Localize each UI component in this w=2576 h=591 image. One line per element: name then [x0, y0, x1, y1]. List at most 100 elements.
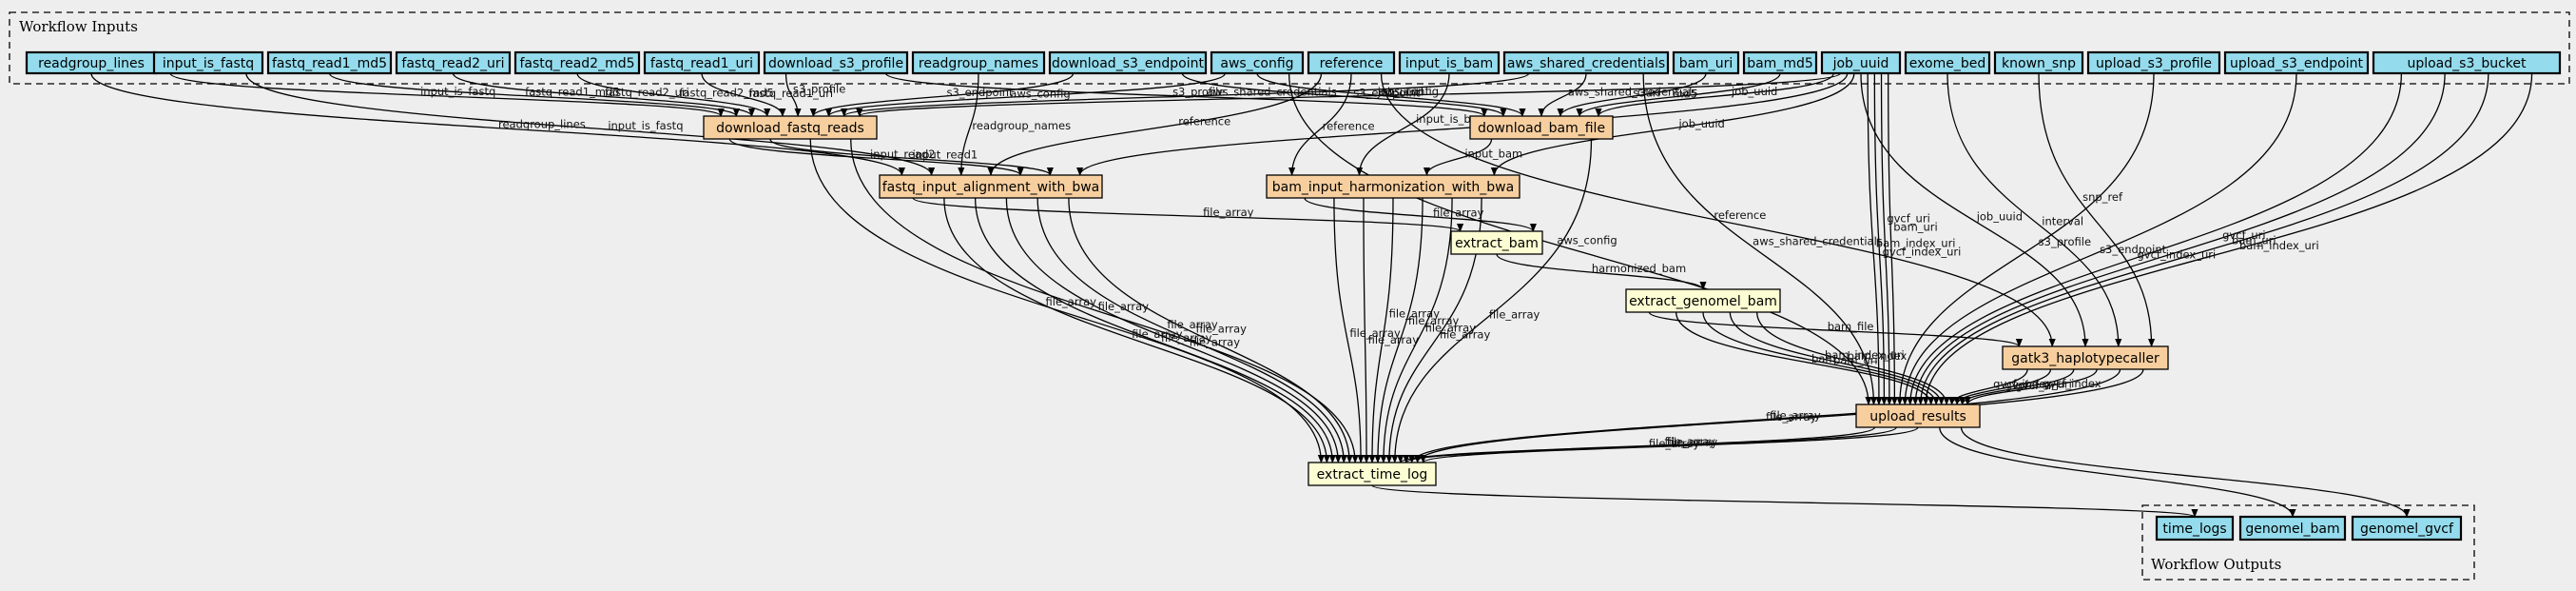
edge-reference-to-fastq_input_alignment_with_bwa [987, 72, 1323, 176]
node-extract-genomel-bam[interactable]: extract_genomel_bam [1625, 288, 1781, 313]
node-label: bam_uri [1679, 56, 1733, 71]
node-box [2155, 515, 2235, 542]
node-genomel-gvcf[interactable]: genomel_gvcf [2351, 515, 2463, 542]
node-bam-uri[interactable]: bam_uri [1672, 50, 1740, 75]
edge-upload_s3_bucket-to-upload_results [1922, 72, 2533, 405]
edge-label: bam [1811, 352, 1836, 365]
node-extract-bam[interactable]: extract_bam [1450, 230, 1543, 255]
edge-label: file_array [1190, 335, 1241, 348]
node-box [2238, 515, 2347, 542]
edge-fastq_input_alignment_with_bwa-to-extract_time_log [1036, 197, 1347, 463]
node-label: known_snp [2002, 56, 2076, 71]
node-gatk3-haplotypecaller[interactable]: gatk3_haplotypecaller [2002, 345, 2169, 370]
node-box [152, 50, 264, 75]
edge-label: input_read2 [870, 148, 936, 161]
node-upload-results[interactable]: upload_results [1855, 404, 1981, 428]
node-box [1742, 50, 1818, 75]
node-readgroup-names[interactable]: readgroup_names [911, 50, 1046, 75]
node-fastq-input-alignment-with-bwa[interactable]: fastq_input_alignment_with_bwa [879, 174, 1103, 199]
node-download-bam-file[interactable]: download_bam_file [1469, 115, 1614, 140]
node-reference[interactable]: reference [1307, 50, 1396, 75]
node-box [1307, 50, 1396, 75]
edge-fastq_input_alignment_with_bwa-to-extract_bam [912, 197, 1463, 232]
node-readgroup-lines[interactable]: readgroup_lines [25, 50, 158, 75]
node-label: bam_input_harmonization_with_bwa [1272, 180, 1514, 195]
edge-fastq_read2_md5-to-download_fastq_reads [576, 72, 771, 117]
node-download-fastq-reads[interactable]: download_fastq_reads [703, 115, 878, 140]
edge-label: aws_shared_credentials [1753, 234, 1883, 247]
edge-label: gvcf_uri [1887, 212, 1929, 226]
edge-label: input_is_fastq [608, 119, 683, 132]
edge-job_uuid-to-upload_results [1873, 72, 1888, 405]
node-box [1266, 174, 1520, 199]
node-box [1048, 50, 1208, 75]
edge-job_uuid-to-upload_results [1880, 72, 1893, 405]
node-input-is-fastq[interactable]: input_is_fastq [152, 50, 264, 75]
node-box [911, 50, 1046, 75]
outputs-cluster-frame [2141, 504, 2475, 581]
node-genomel-bam[interactable]: genomel_bam [2238, 515, 2347, 542]
node-known-snp[interactable]: known_snp [1993, 50, 2084, 75]
edge-label: gvcf [2005, 378, 2028, 391]
node-extract-time-log[interactable]: extract_time_log [1307, 462, 1437, 486]
node-label: upload_s3_bucket [2407, 56, 2527, 71]
edge-label: s3_profile [793, 83, 845, 96]
node-box [1904, 50, 1991, 75]
node-label: exome_bed [1909, 56, 1985, 71]
node-label: fastq_read2_md5 [519, 56, 634, 71]
node-box [1993, 50, 2084, 75]
node-bam-input-harmonization-with-bwa[interactable]: bam_input_harmonization_with_bwa [1266, 174, 1520, 199]
edge-fastq_read2_uri-to-download_fastq_reads [452, 72, 756, 117]
edge-label: bam_index_uri [2239, 239, 2319, 252]
edge-extract_genomel_bam-to-upload_results [1729, 311, 1946, 405]
node-download-s3-endpoint[interactable]: download_s3_endpoint [1048, 50, 1208, 75]
node-time-logs[interactable]: time_logs [2155, 515, 2235, 542]
node-upload-s3-profile[interactable]: upload_s3_profile [2086, 50, 2221, 75]
node-label: input_is_fastq [163, 56, 254, 71]
node-bam-md5[interactable]: bam_md5 [1742, 50, 1818, 75]
edge-label: bam_index [1848, 349, 1908, 363]
node-box [1672, 50, 1740, 75]
edge-extract_genomel_bam-to-upload_results [1675, 311, 1935, 405]
edge-label: fastq_read2_uri [605, 86, 689, 99]
node-exome-bed[interactable]: exome_bed [1904, 50, 1991, 75]
node-fastq-read1-md5[interactable]: fastq_read1_md5 [266, 50, 393, 75]
node-aws-config[interactable]: aws_config [1210, 50, 1305, 75]
edge-label: job_uuid [1976, 210, 2023, 224]
node-job-uuid[interactable]: job_uuid [1820, 50, 1902, 75]
edge-label: bam_index_uri [1876, 237, 1956, 250]
edge-label: readgroup_names [972, 119, 1071, 132]
edge-label: fastq_read2_md5 [679, 87, 773, 100]
edge-label: gvcf_index_uri [2138, 248, 2217, 262]
edge-bam_md5-to-download_bam_file [1576, 72, 1781, 117]
node-label: fastq_read2_uri [401, 56, 504, 71]
edge-label: gvcf_index_uri [1883, 245, 1962, 258]
edge-label: file_array [1649, 437, 1700, 450]
node-label: readgroup_lines [38, 56, 145, 71]
node-fastq-read1-uri[interactable]: fastq_read1_uri [643, 50, 761, 75]
edge-exome_bed-to-gatk3_haplotypecaller [1947, 72, 2122, 347]
node-aws-shared-credentials[interactable]: aws_shared_credentials [1502, 50, 1670, 75]
edge-label: aws_shared_credentials [1207, 86, 1337, 99]
edge-label: file_array [1098, 300, 1150, 313]
node-download-s3-profile[interactable]: download_s3_profile [763, 50, 909, 75]
node-upload-s3-bucket[interactable]: upload_s3_bucket [2372, 50, 2562, 75]
edge-download_bam_file-to-bam_input_harmonization_with_bwa [1423, 138, 1493, 176]
edge-upload_s3_bucket-to-upload_results [1907, 72, 2403, 405]
node-box [643, 50, 761, 75]
node-box [2351, 515, 2463, 542]
node-input-is-bam[interactable]: input_is_bam [1398, 50, 1501, 75]
node-fastq-read2-uri[interactable]: fastq_read2_uri [395, 50, 512, 75]
outputs-cluster-title: Workflow Outputs [2151, 556, 2281, 573]
edge-bam_input_harmonization_with_bwa-to-extract_time_log [1333, 197, 1365, 463]
edge-label: s3_endpoint [2100, 243, 2167, 256]
node-label: input_is_bam [1405, 56, 1493, 71]
edge-input_is_fastq-to-fastq_input_alignment_with_bwa [245, 72, 936, 176]
edge-label: bam_uri [1833, 353, 1878, 366]
edge-label: reference [1178, 114, 1230, 128]
node-upload-s3-endpoint[interactable]: upload_s3_endpoint [2223, 50, 2370, 75]
edge-job_uuid-to-download_bam_file [1595, 72, 1834, 117]
edge-upload_s3_bucket-to-upload_results [1917, 72, 2489, 405]
edge-job_uuid-to-download_fastq_reads [856, 72, 1842, 117]
node-fastq-read2-md5[interactable]: fastq_read2_md5 [513, 50, 641, 75]
